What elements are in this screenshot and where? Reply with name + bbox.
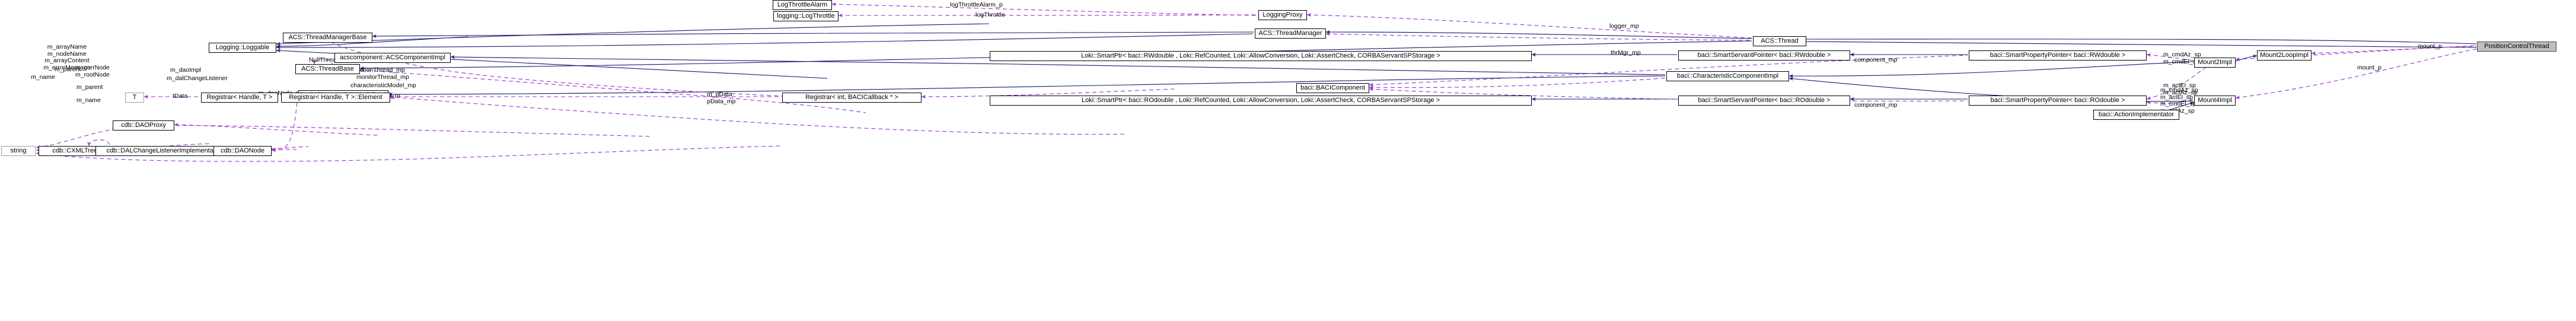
edge-label-lbl-m-name-2: m_name (76, 97, 101, 104)
edge-label-lbl-component-mp-1: component_mp (1854, 56, 1898, 63)
class-node-string[interactable]: string (1, 146, 36, 156)
class-node-smartprop_rodouble[interactable]: baci::SmartPropertyPointer< baci::ROdoub… (1969, 96, 2147, 106)
class-node-bacicomponent[interactable]: baci::BACIComponent (1296, 83, 1369, 93)
edge-label-lbl-tdata: tData (173, 93, 188, 100)
class-node-logthrottlealarm[interactable]: LogThrottleAlarm (773, 0, 832, 10)
edge-label-lbl-m-parent: m_parent (54, 66, 81, 73)
class-node-smartptr_rodouble[interactable]: Loki::SmartPtr< baci::ROdouble , Loki::R… (990, 96, 1532, 106)
edge-label-lbl-mount-p-1: mount_p (2418, 43, 2442, 50)
class-node-daoproxy[interactable]: cdb::DAOProxy (113, 120, 174, 131)
edge-label-lbl-charmodel-mp: characteristicModel_mp (350, 82, 416, 89)
edge-label-lbl-daonode-p: m_daoNode_p (259, 90, 299, 97)
class-node-smartservant_rwdouble[interactable]: baci::SmartServantPointer< baci::RWdoubl… (1678, 50, 1850, 61)
class-node-positioncontrolthread[interactable]: PositionControlThread (2477, 42, 2556, 52)
edge-label-lbl-daoimpl: m_daoImpl (170, 66, 201, 74)
class-node-loggable[interactable]: Logging::Loggable (209, 43, 276, 53)
edge-label-lbl-nullthreadbase: NullThreadBase (309, 56, 354, 63)
class-node-mount4impl[interactable]: Mount4Impl (2194, 96, 2236, 106)
edge-label-lbl-thrmgr-mp: thrMgr_mp (1611, 49, 1641, 56)
edge-label-lbl-logthrottlealarm: logThrottleAlarm_p (950, 1, 1003, 8)
class-node-mount2loopimpl[interactable]: Mount2LoopImpl (2257, 50, 2312, 61)
class-node-logthrottle[interactable]: logging::LogThrottle (773, 11, 839, 21)
class-node-daonode[interactable]: cdb::DAONode (213, 146, 272, 156)
edge-label-lbl-logthrottle: logThrottle (975, 11, 1005, 18)
class-node-mount2impl[interactable]: Mount2Impl (2194, 58, 2236, 68)
edge-label-lbl-m-parent2: m_parent (76, 84, 103, 91)
edge-label-lbl-mount-p-2: mount_p (2357, 64, 2381, 71)
class-node-threadbase[interactable]: ACS::ThreadBase (295, 64, 360, 74)
edge-label-lbl-logger-mp: logger_mp (1609, 23, 1639, 30)
class-node-registrar_int_cb[interactable]: Registrar< int, BACICallback * > (782, 93, 922, 103)
class-node-threadmanager[interactable]: ACS::ThreadManager (1255, 28, 1326, 39)
edge-label-lbl-m-name-1: m_name (31, 74, 55, 81)
class-node-smartprop_rwdouble[interactable]: baci::SmartPropertyPointer< baci::RWdoub… (1969, 50, 2147, 61)
class-node-threadmanagerbase[interactable]: ACS::ThreadManagerBase (283, 33, 372, 43)
class-node-registrar_handle_t[interactable]: Registrar< Handle, T > (201, 93, 278, 103)
class-node-smartservant_rodouble[interactable]: baci::SmartServantPointer< baci::ROdoubl… (1678, 96, 1850, 106)
class-node-characteristiccomponentimpl[interactable]: baci::CharacteristicComponentImpl (1666, 71, 1789, 81)
class-node-loggingproxy[interactable]: LoggingProxy (1258, 10, 1307, 20)
class-node-registrar_element[interactable]: Registrar< Handle, T >::Element (281, 93, 390, 103)
class-node-actionimplementator[interactable]: baci::ActionImplementator (2093, 110, 2179, 120)
edge-label-lbl-dalchangelistener: m_dalChangeListener (167, 75, 228, 82)
class-node-thread[interactable]: ACS::Thread (1753, 36, 1806, 46)
class-node-t_param[interactable]: T (125, 93, 144, 103)
class-node-smartptr_rwdouble[interactable]: Loki::SmartPtr< baci::RWdouble , Loki::R… (990, 51, 1532, 61)
edge-label-lbl-component-mp-2: component_mp (1854, 101, 1898, 109)
class-node-acscomponentimpl[interactable]: acscomponent::ACSComponentImpl (334, 53, 451, 63)
